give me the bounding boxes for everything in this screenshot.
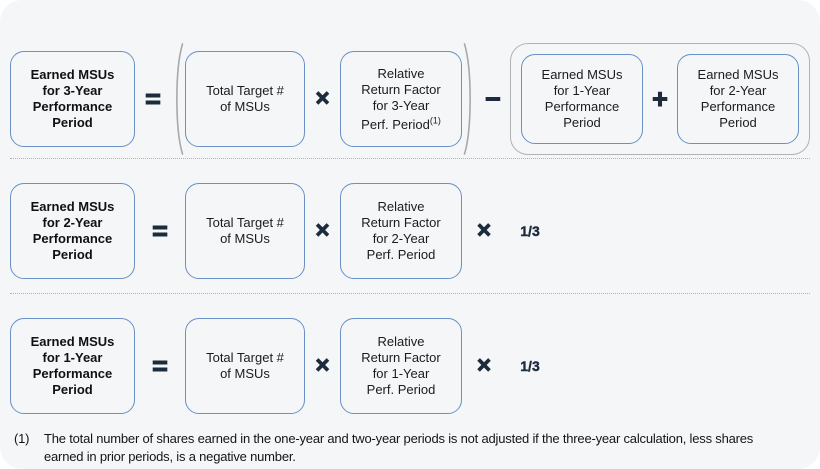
times-cell: × bbox=[305, 217, 340, 244]
one-third-cell: 1/3 bbox=[506, 223, 554, 239]
return-factor-label-1-year: Relative Return Factor for 1-Year Perf. … bbox=[361, 334, 441, 397]
total-target-box-2-year: Total Target # of MSUs bbox=[185, 183, 305, 279]
times-operator-2: × bbox=[476, 217, 491, 244]
result-label-2-year: Earned MSUs for 2-Year Performance Perio… bbox=[30, 199, 115, 262]
minus-cell: − bbox=[476, 83, 510, 114]
total-target-label: Total Target # of MSUs bbox=[206, 215, 284, 246]
result-box-1-year: Earned MSUs for 1-Year Performance Perio… bbox=[10, 318, 135, 414]
result-box-2-year: Earned MSUs for 2-Year Performance Perio… bbox=[10, 183, 135, 279]
times-cell-2: × bbox=[462, 352, 506, 379]
footnote-reference: (1) bbox=[429, 115, 441, 126]
equals-cell: = bbox=[135, 83, 171, 114]
times-operator-2: × bbox=[476, 352, 491, 379]
earned-2-year-label: Earned MSUs for 2-Year Performance Perio… bbox=[697, 67, 779, 130]
one-third-value: 1/3 bbox=[520, 358, 540, 374]
equals-operator: = bbox=[145, 83, 162, 114]
times-cell: × bbox=[305, 352, 340, 379]
total-target-label: Total Target # of MSUs bbox=[206, 350, 284, 381]
times-operator: × bbox=[315, 85, 330, 112]
times-operator: × bbox=[315, 352, 330, 379]
return-factor-box-2-year: Relative Return Factor for 2-Year Perf. … bbox=[340, 183, 462, 279]
times-cell-2: × bbox=[462, 217, 506, 244]
open-paren-icon bbox=[171, 41, 185, 157]
row-separator-1 bbox=[10, 158, 810, 159]
row-separator-2 bbox=[10, 293, 810, 294]
result-box-3-year: Earned MSUs for 3-Year Performance Perio… bbox=[10, 51, 135, 147]
one-third-cell: 1/3 bbox=[506, 358, 554, 374]
times-operator: × bbox=[315, 217, 330, 244]
plus-operator: + bbox=[652, 83, 669, 114]
earned-2-year-box: Earned MSUs for 2-Year Performance Perio… bbox=[677, 54, 799, 144]
one-third-value: 1/3 bbox=[520, 223, 540, 239]
plus-cell: + bbox=[643, 83, 677, 114]
return-factor-box-3-year: Relative Return Factor for 3-Year Perf. … bbox=[340, 51, 462, 147]
minus-operator: − bbox=[485, 83, 502, 114]
footnote-marker: (1) bbox=[14, 431, 30, 446]
formula-row-2-year: Earned MSUs for 2-Year Performance Perio… bbox=[0, 172, 820, 290]
result-label-3-year: Earned MSUs for 3-Year Performance Perio… bbox=[30, 67, 115, 130]
equals-cell: = bbox=[135, 350, 185, 381]
footnote: (1) The total number of shares earned in… bbox=[14, 430, 792, 466]
total-target-box-3-year: Total Target # of MSUs bbox=[185, 51, 305, 147]
return-factor-box-1-year: Relative Return Factor for 1-Year Perf. … bbox=[340, 318, 462, 414]
result-label-1-year: Earned MSUs for 1-Year Performance Perio… bbox=[30, 334, 115, 397]
total-target-box-1-year: Total Target # of MSUs bbox=[185, 318, 305, 414]
equals-operator: = bbox=[152, 350, 169, 381]
close-paren-icon bbox=[462, 41, 476, 157]
footnote-text: The total number of shares earned in the… bbox=[44, 431, 754, 464]
equals-cell: = bbox=[135, 215, 185, 246]
return-factor-label-3-year: Relative Return Factor for 3-Year bbox=[361, 65, 441, 113]
return-factor-last-line: Perf. Period(1) bbox=[361, 115, 441, 133]
equals-operator: = bbox=[152, 215, 169, 246]
total-target-label: Total Target # of MSUs bbox=[206, 83, 284, 114]
subtrahend-group: Earned MSUs for 1-Year Performance Perio… bbox=[510, 43, 810, 155]
perf-period-label: Perf. Period bbox=[361, 116, 430, 132]
formula-row-3-year: Earned MSUs for 3-Year Performance Perio… bbox=[0, 40, 820, 158]
earned-1-year-box: Earned MSUs for 1-Year Performance Perio… bbox=[521, 54, 643, 144]
return-factor-label-2-year: Relative Return Factor for 2-Year Perf. … bbox=[361, 199, 441, 262]
times-cell: × bbox=[305, 85, 340, 112]
earned-1-year-label: Earned MSUs for 1-Year Performance Perio… bbox=[541, 67, 623, 130]
formula-row-1-year: Earned MSUs for 1-Year Performance Perio… bbox=[0, 307, 820, 425]
